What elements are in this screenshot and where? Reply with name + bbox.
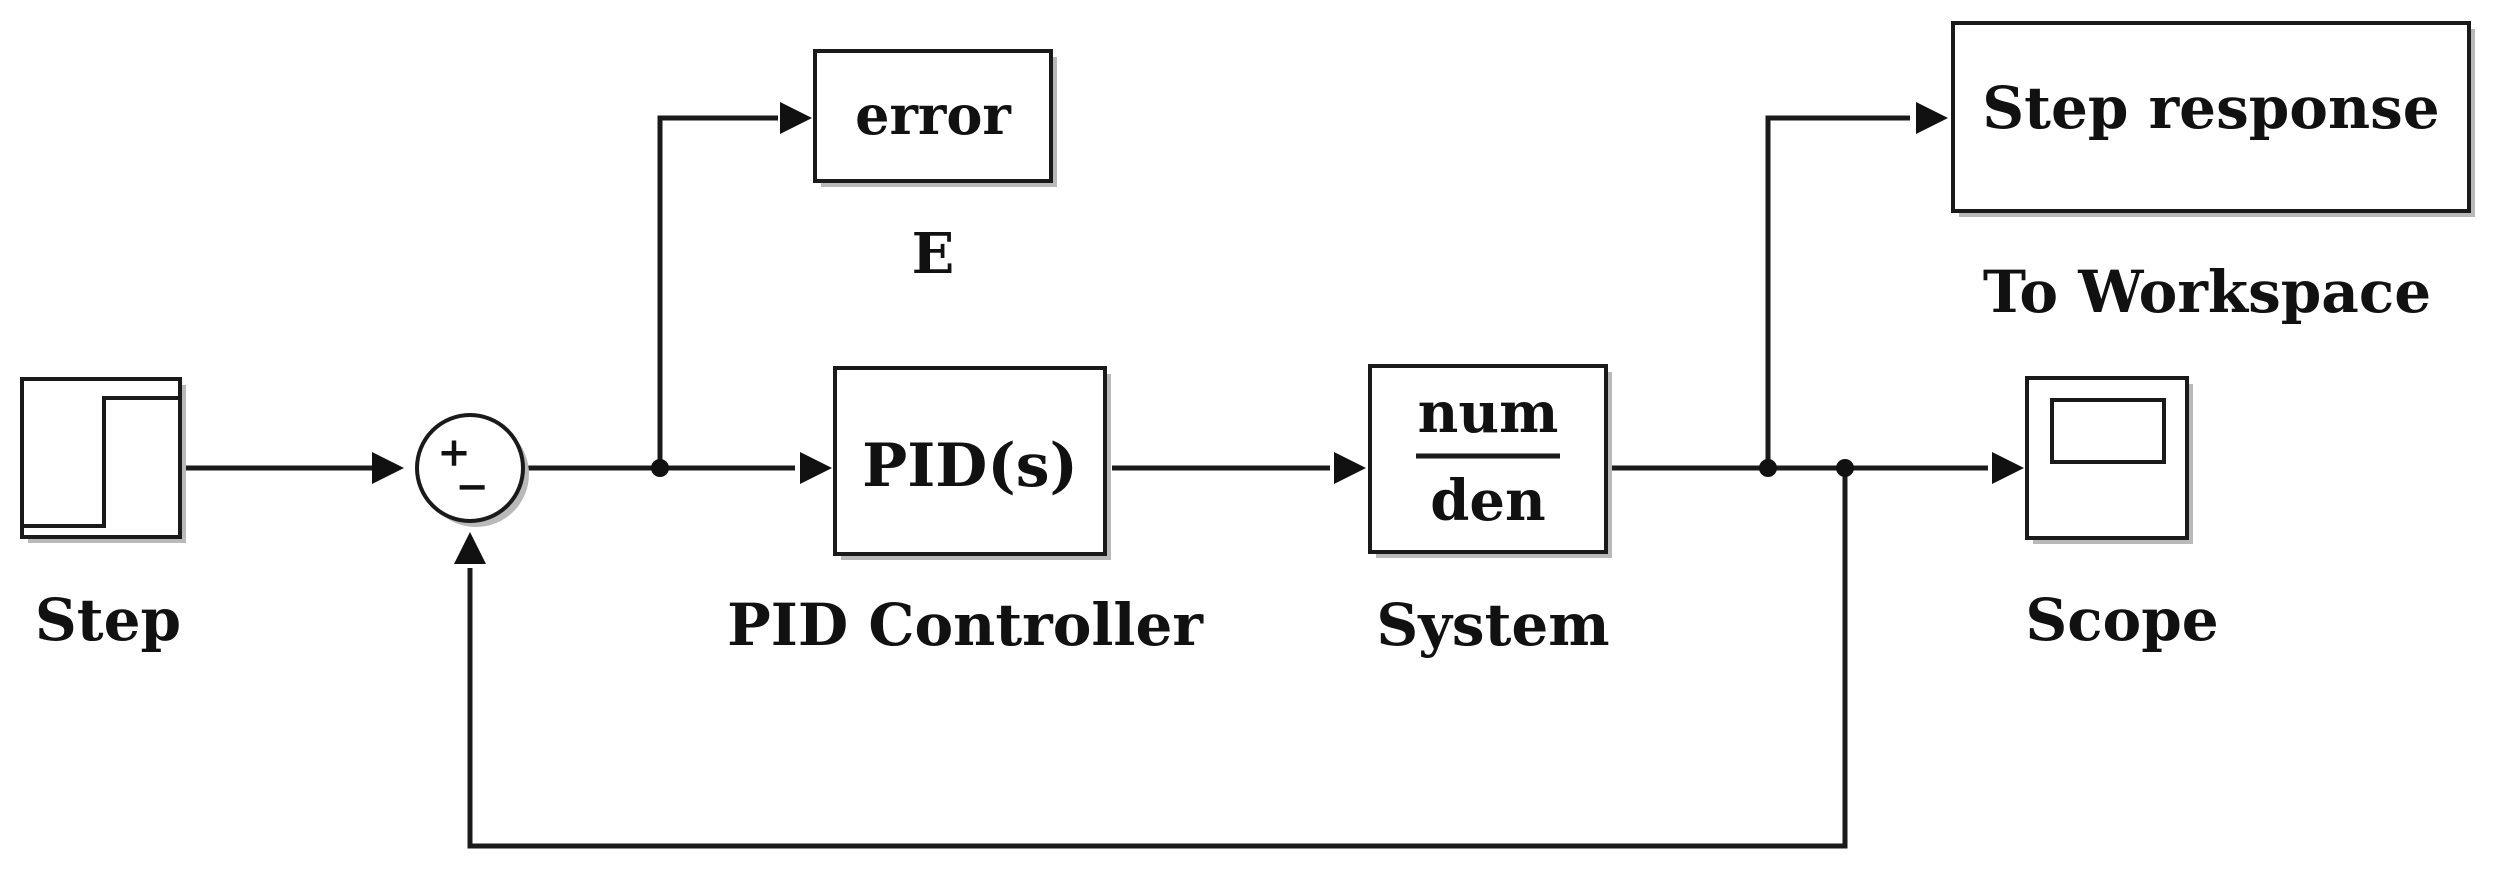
scope-block[interactable]: Scope [2025,376,2219,654]
branch-point-feedback [1836,459,1854,477]
sum-plus-sign: + [437,429,471,476]
branch-point-error [651,459,669,477]
arrow-into-workspace [1916,102,1948,134]
signal-wires [182,115,1988,849]
to-workspace-label: To Workspace [1983,258,2431,326]
step-icon [22,396,180,528]
pid-controller-block[interactable]: PID(s) PID Controller [727,366,1204,659]
error-block[interactable]: error E [813,49,1057,287]
wire-branch-to-workspace [1765,115,1910,468]
arrow-into-error [780,102,812,134]
scope-screen-icon [2050,398,2166,464]
step-block[interactable]: Step [20,377,186,654]
arrow-into-system [1334,452,1366,484]
arrow-into-scope [1992,452,2024,484]
branch-point-workspace [1759,459,1777,477]
wire-branch-to-error [657,115,778,468]
sum-minus-sign: − [455,463,489,510]
scope-label: Scope [2025,586,2218,654]
wire-feedback [467,468,1848,849]
arrow-into-pid [800,452,832,484]
arrowheads [372,102,2024,564]
sum-block[interactable]: + − [415,413,529,527]
pid-controller-label: PID Controller [727,591,1204,659]
system-denominator: den [1430,468,1546,534]
error-block-label: E [912,221,955,287]
system-block[interactable]: num den System [1368,364,1612,659]
system-label: System [1376,591,1609,659]
arrow-into-sum [372,452,404,484]
to-workspace-block[interactable]: Step response To Workspace [1951,21,2475,326]
step-label: Step [35,586,181,654]
workspace-block-text: Step response [1982,74,2439,142]
arrow-feedback-into-sum [454,532,486,564]
pid-block-text: PID(s) [862,431,1078,501]
system-numerator: num [1418,380,1559,446]
error-block-text: error [855,83,1011,147]
branch-points [651,459,1854,477]
